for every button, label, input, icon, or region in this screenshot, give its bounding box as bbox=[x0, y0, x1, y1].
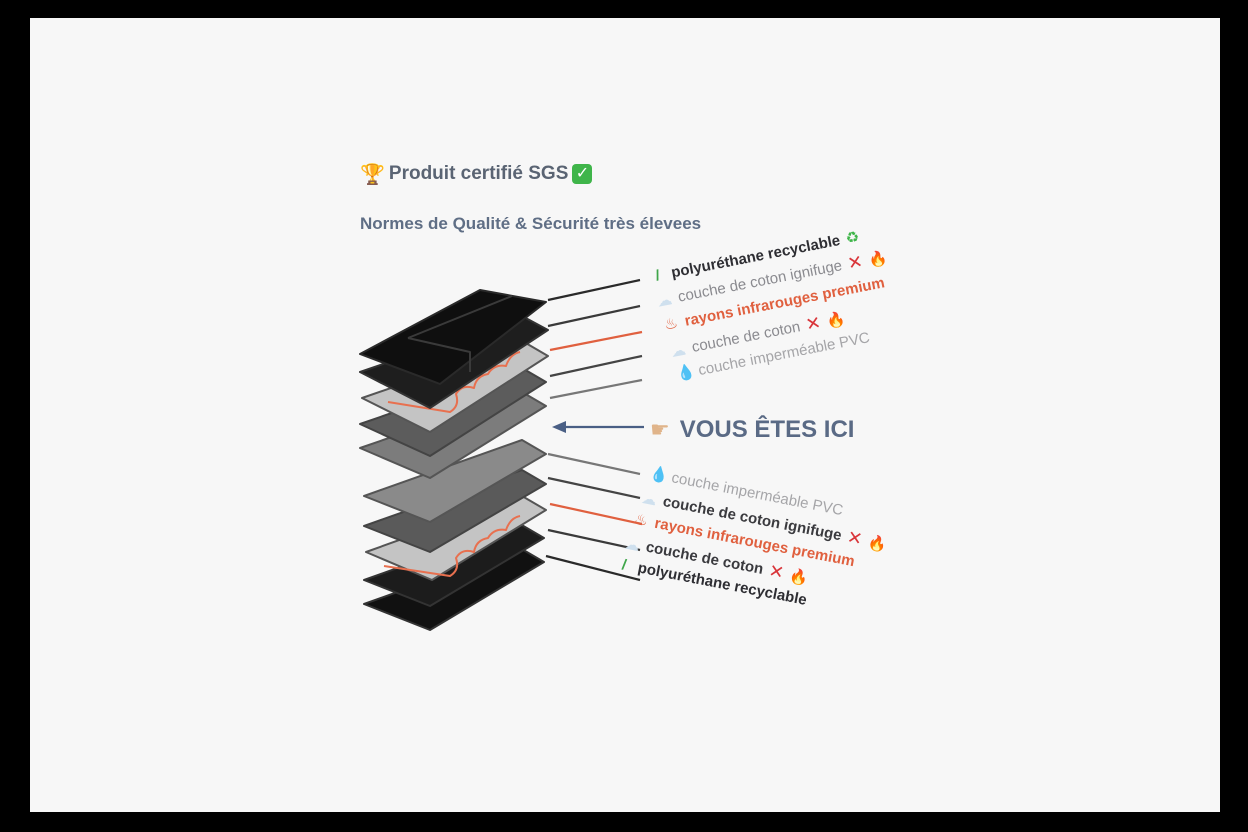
fire-icon: 🔥 bbox=[824, 308, 847, 331]
you-are-here-label: VOUS ÊTES ICI bbox=[679, 416, 855, 443]
cross-icon: ✕ bbox=[803, 312, 823, 335]
leader-lines-bottom bbox=[545, 452, 643, 582]
water-drop-icon: 💧 bbox=[675, 362, 697, 384]
pointing-hand-icon: ☛ bbox=[650, 417, 670, 442]
cloud-icon: ☁ bbox=[623, 534, 642, 555]
check-box-icon: ✓ bbox=[572, 164, 593, 184]
page-title: 🏆 Produit certifié SGS ✓ bbox=[360, 162, 593, 186]
leader-lines-top bbox=[547, 278, 643, 400]
you-are-here-marker: ☛ VOUS ÊTES ICI bbox=[650, 416, 854, 444]
water-drop-icon: 💧 bbox=[648, 464, 671, 486]
fire-icon: 🔥 bbox=[866, 247, 889, 270]
arrow-left-icon bbox=[552, 421, 644, 433]
cloud-icon: ☁ bbox=[669, 340, 688, 361]
layer-stack bbox=[359, 289, 549, 631]
cross-icon: ✕ bbox=[845, 251, 865, 274]
fire-icon: 🔥 bbox=[787, 565, 810, 588]
pen-icon: / bbox=[653, 266, 662, 285]
layer-top-polyurethane bbox=[359, 289, 547, 385]
diagram-canvas bbox=[30, 18, 1220, 812]
page-subtitle: Normes de Qualité & Sécurité très élevee… bbox=[360, 214, 702, 233]
title-text: Produit certifié SGS bbox=[388, 163, 569, 184]
trophy-icon: 🏆 bbox=[360, 162, 385, 186]
cross-icon: ✕ bbox=[845, 526, 865, 550]
cover-seam-2 bbox=[407, 295, 513, 339]
layer-bottom-pvc bbox=[363, 439, 547, 523]
fire-icon: 🔥 bbox=[866, 532, 889, 554]
heating-wire-bottom bbox=[383, 515, 521, 577]
cloud-icon: ☁ bbox=[655, 290, 674, 311]
cloud-icon: ☁ bbox=[640, 489, 659, 509]
hot-springs-icon: ♨ bbox=[632, 510, 650, 531]
heating-wire-top bbox=[387, 351, 521, 413]
pen-icon: / bbox=[620, 556, 628, 574]
cover-seam bbox=[407, 337, 471, 372]
hot-springs-icon: ♨ bbox=[662, 314, 680, 334]
cross-icon: ✕ bbox=[767, 560, 786, 583]
